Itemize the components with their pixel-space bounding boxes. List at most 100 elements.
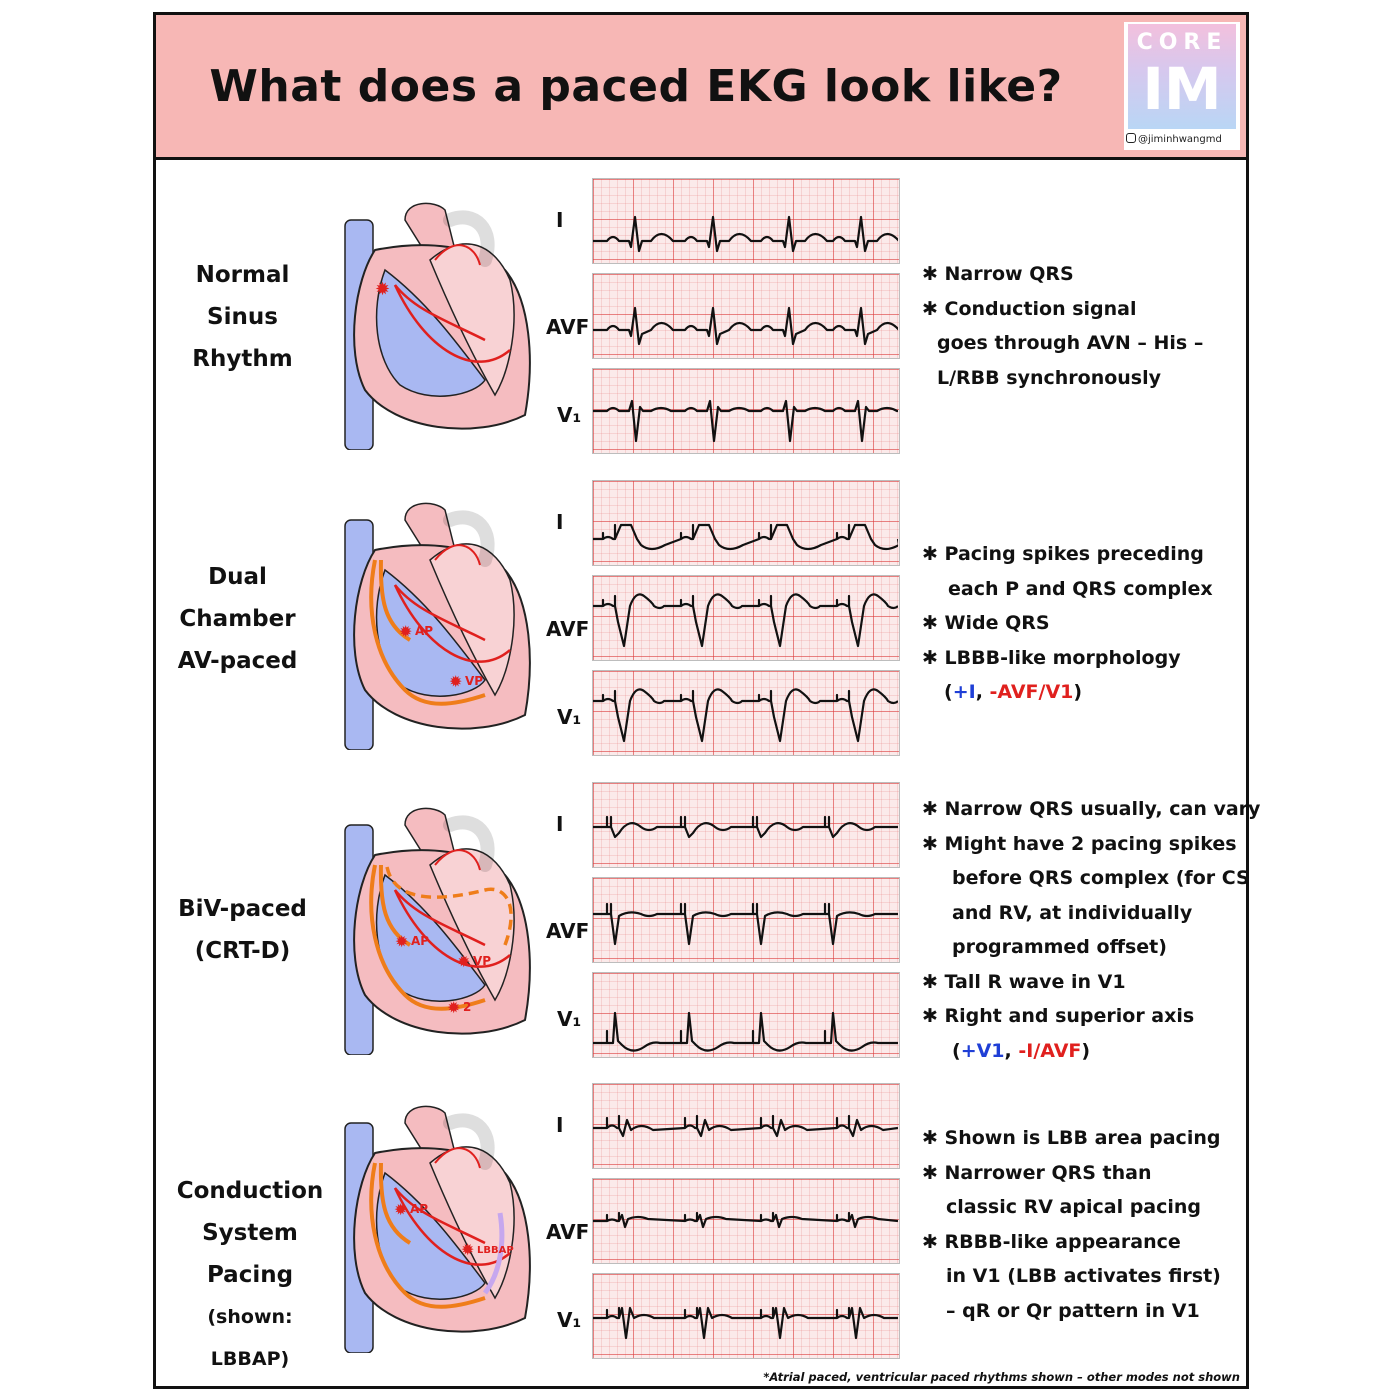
- conduction-arrow: [394, 284, 486, 342]
- ecg-waveform: [593, 1211, 898, 1229]
- notes-biv-paced: ✱ Narrow QRS usually, can vary ✱ Might h…: [922, 792, 1260, 1068]
- ecg-strip-v1: [592, 670, 900, 756]
- note-line: programmed offset): [952, 936, 1167, 958]
- pacing-spark-icon: ✹: [461, 1240, 474, 1259]
- conduction-arrow: [434, 544, 481, 566]
- author-handle: @jiminhwangmd: [1126, 133, 1240, 145]
- sa-node-spark-icon: ✹: [375, 279, 390, 300]
- ecg-trace: [593, 1211, 898, 1229]
- lead-label-i: I: [556, 208, 564, 232]
- heart-diagram-biv: AP✹VP✹2✹: [335, 795, 535, 1056]
- pacing-lead-ra: [378, 864, 412, 947]
- pacing-lead-rv: [369, 864, 486, 1011]
- heart-diagram-normal: ✹: [335, 190, 535, 451]
- heart-pacer-label: VP: [473, 954, 491, 968]
- ecg-strip-avf: [592, 877, 900, 963]
- heart-pacer-label: LBBAP: [477, 1245, 514, 1256]
- conduction-arrow: [434, 849, 481, 871]
- note-line: ✱ Narrower QRS than: [922, 1161, 1152, 1184]
- conduction-arrow: [394, 889, 486, 947]
- row-label-line: System: [202, 1220, 298, 1246]
- note-line: before QRS complex (for CS: [952, 867, 1250, 889]
- row-label-dual-chamber: Dual Chamber AV-paced: [170, 556, 305, 682]
- row-label-biv-paced: BiV-paced (CRT-D): [170, 888, 315, 972]
- note-line: classic RV apical pacing: [946, 1196, 1202, 1218]
- ecg-trace: [593, 1306, 898, 1340]
- axis-negative: -AVF/V1: [989, 681, 1074, 703]
- note-line: ✱ Might have 2 pacing spikes: [922, 832, 1237, 855]
- pacing-lead-ra: [378, 559, 412, 642]
- axis-positive: +I: [952, 681, 976, 703]
- axis-paren: (: [952, 1039, 961, 1062]
- ecg-waveform: [593, 215, 898, 253]
- ecg-waveform: [593, 1114, 898, 1138]
- ecg-strip-i: [592, 480, 900, 566]
- ecg-strip-i: [592, 782, 900, 868]
- axis-positive: +V1: [960, 1039, 1005, 1062]
- left-ventricle: [429, 543, 515, 697]
- ecg-waveform: [593, 688, 898, 743]
- axis-paren: ): [1073, 681, 1083, 703]
- ecg-waveform: [593, 523, 898, 551]
- heart-pacer-label: 2: [463, 1000, 471, 1014]
- ecg-strip-avf: [592, 1178, 900, 1264]
- heart-pacer-label: VP: [465, 674, 483, 688]
- ecg-waveform: [593, 593, 898, 648]
- note-line: ✱ RBBB-like appearance: [922, 1230, 1181, 1253]
- ecg-trace: [593, 593, 898, 648]
- logo-badge: CORE IM: [1128, 24, 1236, 129]
- ecg-strip-avf: [592, 273, 900, 359]
- row-label-line: Rhythm: [192, 346, 293, 372]
- footnote: *Atrial paced, ventricular paced rhythms…: [763, 1370, 1240, 1384]
- pacing-spark-icon: ✹: [394, 1200, 407, 1219]
- lead-label-avf: AVF: [546, 315, 590, 339]
- note-line: ✱ Tall R wave in V1: [922, 970, 1126, 993]
- ecg-waveform: [593, 399, 898, 443]
- note-line: ✱ Pacing spikes preceding: [922, 543, 1204, 565]
- ecg-trace: [593, 815, 898, 839]
- left-ventricle: [429, 848, 515, 1002]
- ecg-strip-v1: [592, 1273, 900, 1359]
- row-label-line: AV-paced: [177, 648, 298, 674]
- ecg-trace: [593, 399, 898, 443]
- axis-negative: -I/AVF: [1018, 1039, 1082, 1062]
- pacing-lead-ra: [378, 1162, 412, 1245]
- notes-dual-chamber: ✱ Pacing spikes preceding each P and QRS…: [922, 537, 1213, 710]
- lead-label-i: I: [556, 510, 564, 534]
- ecg-trace: [593, 1114, 898, 1138]
- core-im-logo: CORE IM @jiminhwangmd: [1124, 22, 1240, 150]
- note-line: each P and QRS complex: [948, 577, 1213, 600]
- row-label-line: Sinus: [207, 304, 278, 330]
- conduction-arrow: [434, 244, 481, 266]
- pacing-lead-rv: [369, 1162, 486, 1309]
- pacing-spark-icon: ✹: [399, 622, 412, 641]
- lead-label-avf: AVF: [546, 919, 590, 943]
- axis-note: (+V1, -I/AVF): [922, 1034, 1260, 1069]
- author-handle-text: @jiminhwangmd: [1138, 134, 1222, 145]
- heart-pacer-label: AP: [415, 624, 433, 638]
- ecg-waveform: [593, 815, 898, 839]
- lead-label-i: I: [556, 812, 564, 836]
- pacing-lead-cs: [385, 866, 513, 946]
- row-sublabel: (shown: LBBAP): [207, 1306, 293, 1370]
- conduction-arrow: [393, 284, 511, 363]
- row-label-line: BiV-paced: [178, 896, 307, 922]
- row-label-line: Chamber: [179, 606, 296, 632]
- ecg-strip-v1: [592, 972, 900, 1058]
- logo-im-text: IM: [1142, 55, 1222, 123]
- note-line: – qR or Qr pattern in V1: [946, 1299, 1200, 1322]
- heart-pacer-label: AP: [410, 1202, 428, 1216]
- lead-label-avf: AVF: [546, 1220, 590, 1244]
- ecg-strip-avf: [592, 575, 900, 661]
- pacing-spark-icon: ✹: [457, 952, 470, 971]
- lead-label-i: I: [556, 1113, 564, 1137]
- row-label-line: Conduction: [176, 1178, 324, 1204]
- pacing-spark-icon: ✹: [395, 932, 408, 951]
- axis-paren: (: [944, 681, 953, 703]
- lead-label-v1: V₁: [557, 1308, 582, 1332]
- left-ventricle: [429, 1146, 515, 1300]
- page-title: What does a paced EKG look like?: [209, 61, 1063, 112]
- axis-separator: ,: [975, 681, 990, 703]
- lead-label-v1: V₁: [557, 1007, 582, 1031]
- ecg-trace: [593, 215, 898, 253]
